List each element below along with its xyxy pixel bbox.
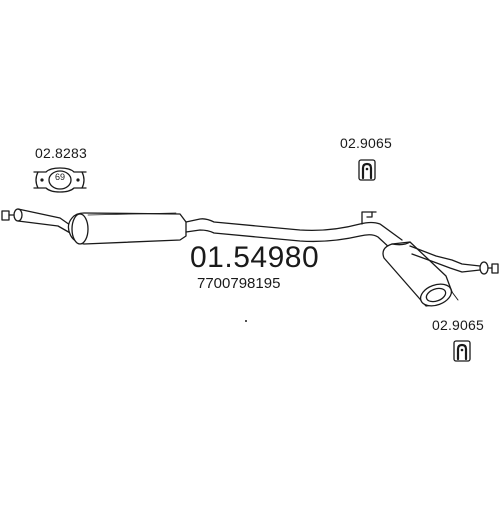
clamp-code-label: 02.8283	[35, 145, 88, 161]
part-number: 01.54980	[190, 241, 320, 274]
rubber-hanger-icon-bottom	[453, 340, 471, 362]
pipe-clamp-icon	[33, 167, 87, 193]
hanger-top-code-label: 02.9065	[340, 135, 393, 151]
pipe-hanger-bracket	[361, 211, 377, 225]
tail-pipe	[409, 245, 499, 275]
inlet-pipe	[17, 208, 73, 235]
hanger-bottom-code-label: 02.9065	[432, 317, 485, 333]
mid-pipe	[185, 218, 403, 251]
inlet-flange	[1, 208, 23, 222]
clamp-size-label: 69	[54, 172, 65, 182]
oem-number: 7700798195	[197, 275, 281, 292]
rubber-hanger-icon-top	[358, 159, 376, 181]
reference-dot	[245, 320, 247, 322]
rear-silencer	[382, 241, 459, 307]
centre-silencer	[67, 212, 187, 245]
